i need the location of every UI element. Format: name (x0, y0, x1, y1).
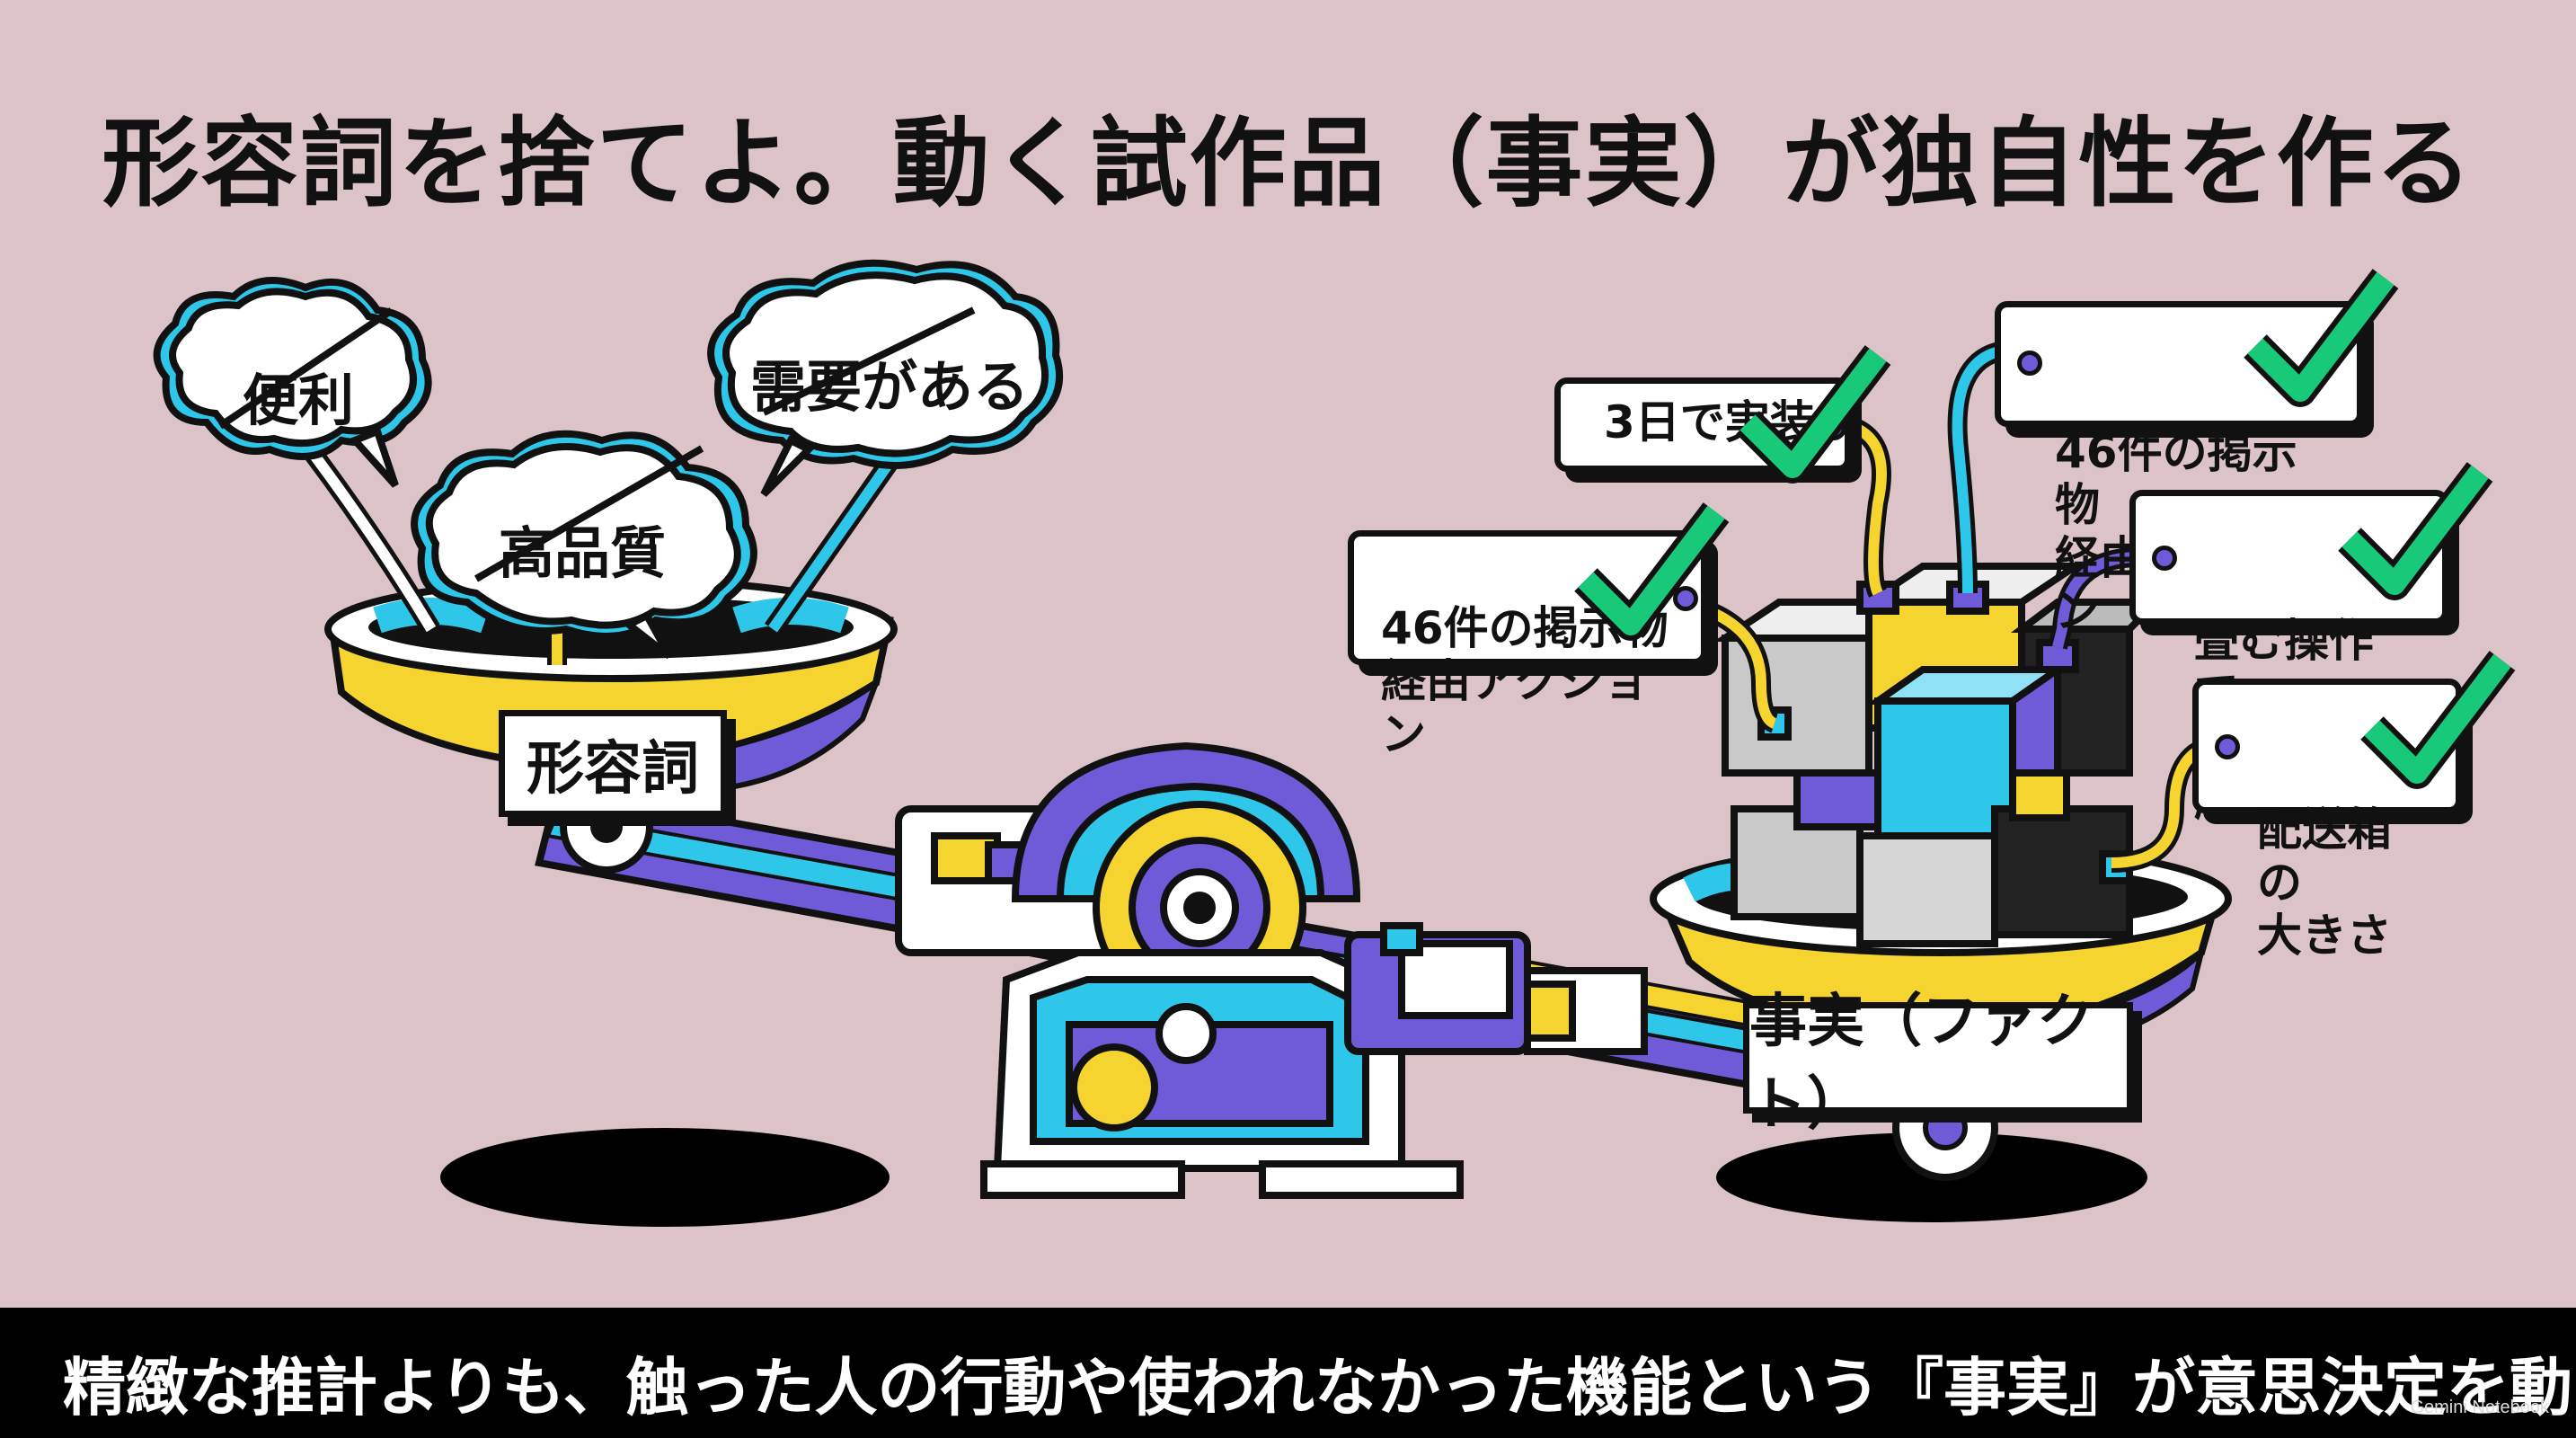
slide-title: 形容詞を捨てよ。動く試作品（事実）が独自性を作る (102, 108, 2474, 220)
checkmark-icon (2338, 462, 2493, 600)
checkmark-icon (1574, 502, 1730, 641)
fact-tag-text: 配送箱の 大きさ (2257, 803, 2392, 962)
tag-hole (2152, 546, 2177, 571)
cloud-high-quality (411, 430, 757, 660)
checkmark-icon (2360, 651, 2516, 789)
caption-bar (0, 1308, 2576, 1438)
cube-stack (1713, 563, 2165, 947)
caption-text: 精緻な推計よりも、触った人の行動や使われなかった機能という『事実』が意思決定を動… (63, 1351, 2576, 1425)
tag-hole (2017, 351, 2042, 376)
fact-tag-text: 46件の掲示物 経由アクション (1381, 602, 1669, 760)
left-wheel-hub (590, 811, 623, 843)
balance-scale-illustration (153, 259, 2232, 1227)
cloud-convenient (153, 277, 432, 488)
label-plate-adjectives: 形容詞 (499, 710, 727, 817)
tag-hole (2215, 734, 2240, 759)
fact-tag-box-size: 配送箱の 大きさ (2192, 679, 2462, 962)
checkmark-icon (1736, 345, 1891, 484)
label-plate-facts: 事実（ファクト） (1743, 989, 2133, 1138)
central-machine (895, 741, 1648, 1199)
fact-tag-46-actions-left: 46件の掲示物 経由アクション (1348, 530, 1707, 760)
shadow-left (440, 1128, 890, 1227)
cloud-label-in-demand: 需要がある (750, 354, 1030, 420)
checkmark-icon (2244, 269, 2399, 407)
watermark: Gemini Notebook (2410, 1398, 2549, 1417)
